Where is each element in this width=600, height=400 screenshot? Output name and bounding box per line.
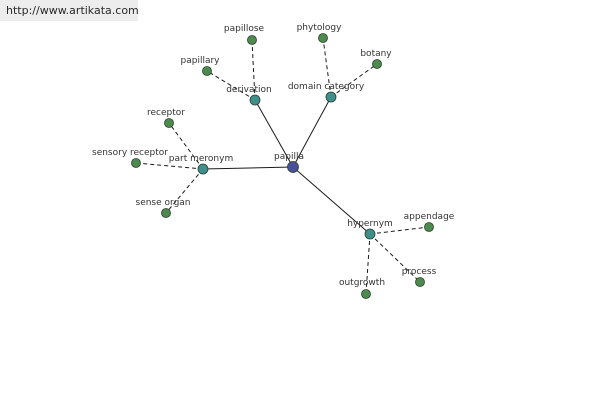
node-phytology[interactable]: phytology xyxy=(297,23,342,43)
edge-derivation-papillary xyxy=(206,70,256,101)
node-label-receptor[interactable]: receptor xyxy=(147,108,185,118)
edge-domain-category-botany xyxy=(330,63,378,98)
leaf-node-dot[interactable] xyxy=(424,222,434,232)
node-label-botany[interactable]: botany xyxy=(360,49,392,59)
category-node-dot[interactable] xyxy=(197,163,209,175)
leaf-node-dot[interactable] xyxy=(131,158,141,168)
node-label-derivation[interactable]: derivation xyxy=(226,85,272,95)
leaf-node-dot[interactable] xyxy=(318,33,328,43)
category-node-dot[interactable] xyxy=(249,94,261,106)
node-label-papillose[interactable]: papillose xyxy=(224,24,265,34)
node-domain-category[interactable]: domain category xyxy=(288,82,365,103)
leaf-node-dot[interactable] xyxy=(202,66,212,76)
node-sense-organ[interactable]: sense organ xyxy=(136,198,191,218)
edge-part-meronym-sensory-receptor xyxy=(135,162,204,170)
leaf-node-dot[interactable] xyxy=(415,277,425,287)
url-banner[interactable]: http://www.artikata.com xyxy=(0,0,139,21)
edge-root-domain-category xyxy=(292,96,332,168)
node-label-process[interactable]: process xyxy=(402,267,437,277)
graph-edges xyxy=(135,37,430,295)
node-outgrowth[interactable]: outgrowth xyxy=(339,278,385,299)
leaf-node-dot[interactable] xyxy=(372,59,382,69)
edge-part-meronym-sense-organ xyxy=(165,168,204,214)
node-label-phytology[interactable]: phytology xyxy=(297,23,342,33)
root-node-dot[interactable] xyxy=(287,161,299,173)
graph-nodes: papillose papillary phytology botany recepto… xyxy=(92,23,455,299)
leaf-node-dot[interactable] xyxy=(361,289,371,299)
category-node-dot[interactable] xyxy=(364,228,376,240)
node-label-papilla[interactable]: papilla xyxy=(274,152,304,162)
node-part-meronym[interactable]: part meronym xyxy=(169,154,233,175)
edge-root-hypernym xyxy=(292,166,371,235)
node-papillose[interactable]: papillose xyxy=(224,24,265,45)
node-sensory-receptor[interactable]: sensory receptor xyxy=(92,148,168,168)
edge-hypernym-process xyxy=(369,233,421,283)
node-label-sensory-receptor[interactable]: sensory receptor xyxy=(92,148,168,158)
node-appendage[interactable]: appendage xyxy=(404,212,455,232)
leaf-node-dot[interactable] xyxy=(247,35,257,45)
node-papilla[interactable]: papilla xyxy=(274,152,304,173)
node-label-hypernym[interactable]: hypernym xyxy=(347,219,393,229)
edge-root-derivation xyxy=(254,99,294,168)
node-botany[interactable]: botany xyxy=(360,49,392,69)
node-label-appendage[interactable]: appendage xyxy=(404,212,455,222)
edge-root-part-meronym xyxy=(202,166,294,170)
node-label-part-meronym[interactable]: part meronym xyxy=(169,154,233,164)
node-receptor[interactable]: receptor xyxy=(147,108,185,128)
edge-derivation-papillose xyxy=(251,39,256,101)
edge-domain-category-phytology xyxy=(322,37,332,98)
node-label-domain-category[interactable]: domain category xyxy=(288,82,365,92)
edge-hypernym-appendage xyxy=(369,226,430,235)
node-label-papillary[interactable]: papillary xyxy=(181,56,221,66)
node-papillary[interactable]: papillary xyxy=(181,56,221,76)
node-hypernym[interactable]: hypernym xyxy=(347,219,393,240)
leaf-node-dot[interactable] xyxy=(164,118,174,128)
node-label-sense-organ[interactable]: sense organ xyxy=(136,198,191,208)
edge-hypernym-outgrowth xyxy=(365,233,371,295)
leaf-node-dot[interactable] xyxy=(161,208,171,218)
node-process[interactable]: process xyxy=(402,267,437,287)
node-label-outgrowth[interactable]: outgrowth xyxy=(339,278,385,288)
edge-part-meronym-receptor xyxy=(168,122,204,170)
node-derivation[interactable]: derivation xyxy=(226,85,272,106)
category-node-dot[interactable] xyxy=(325,91,337,103)
